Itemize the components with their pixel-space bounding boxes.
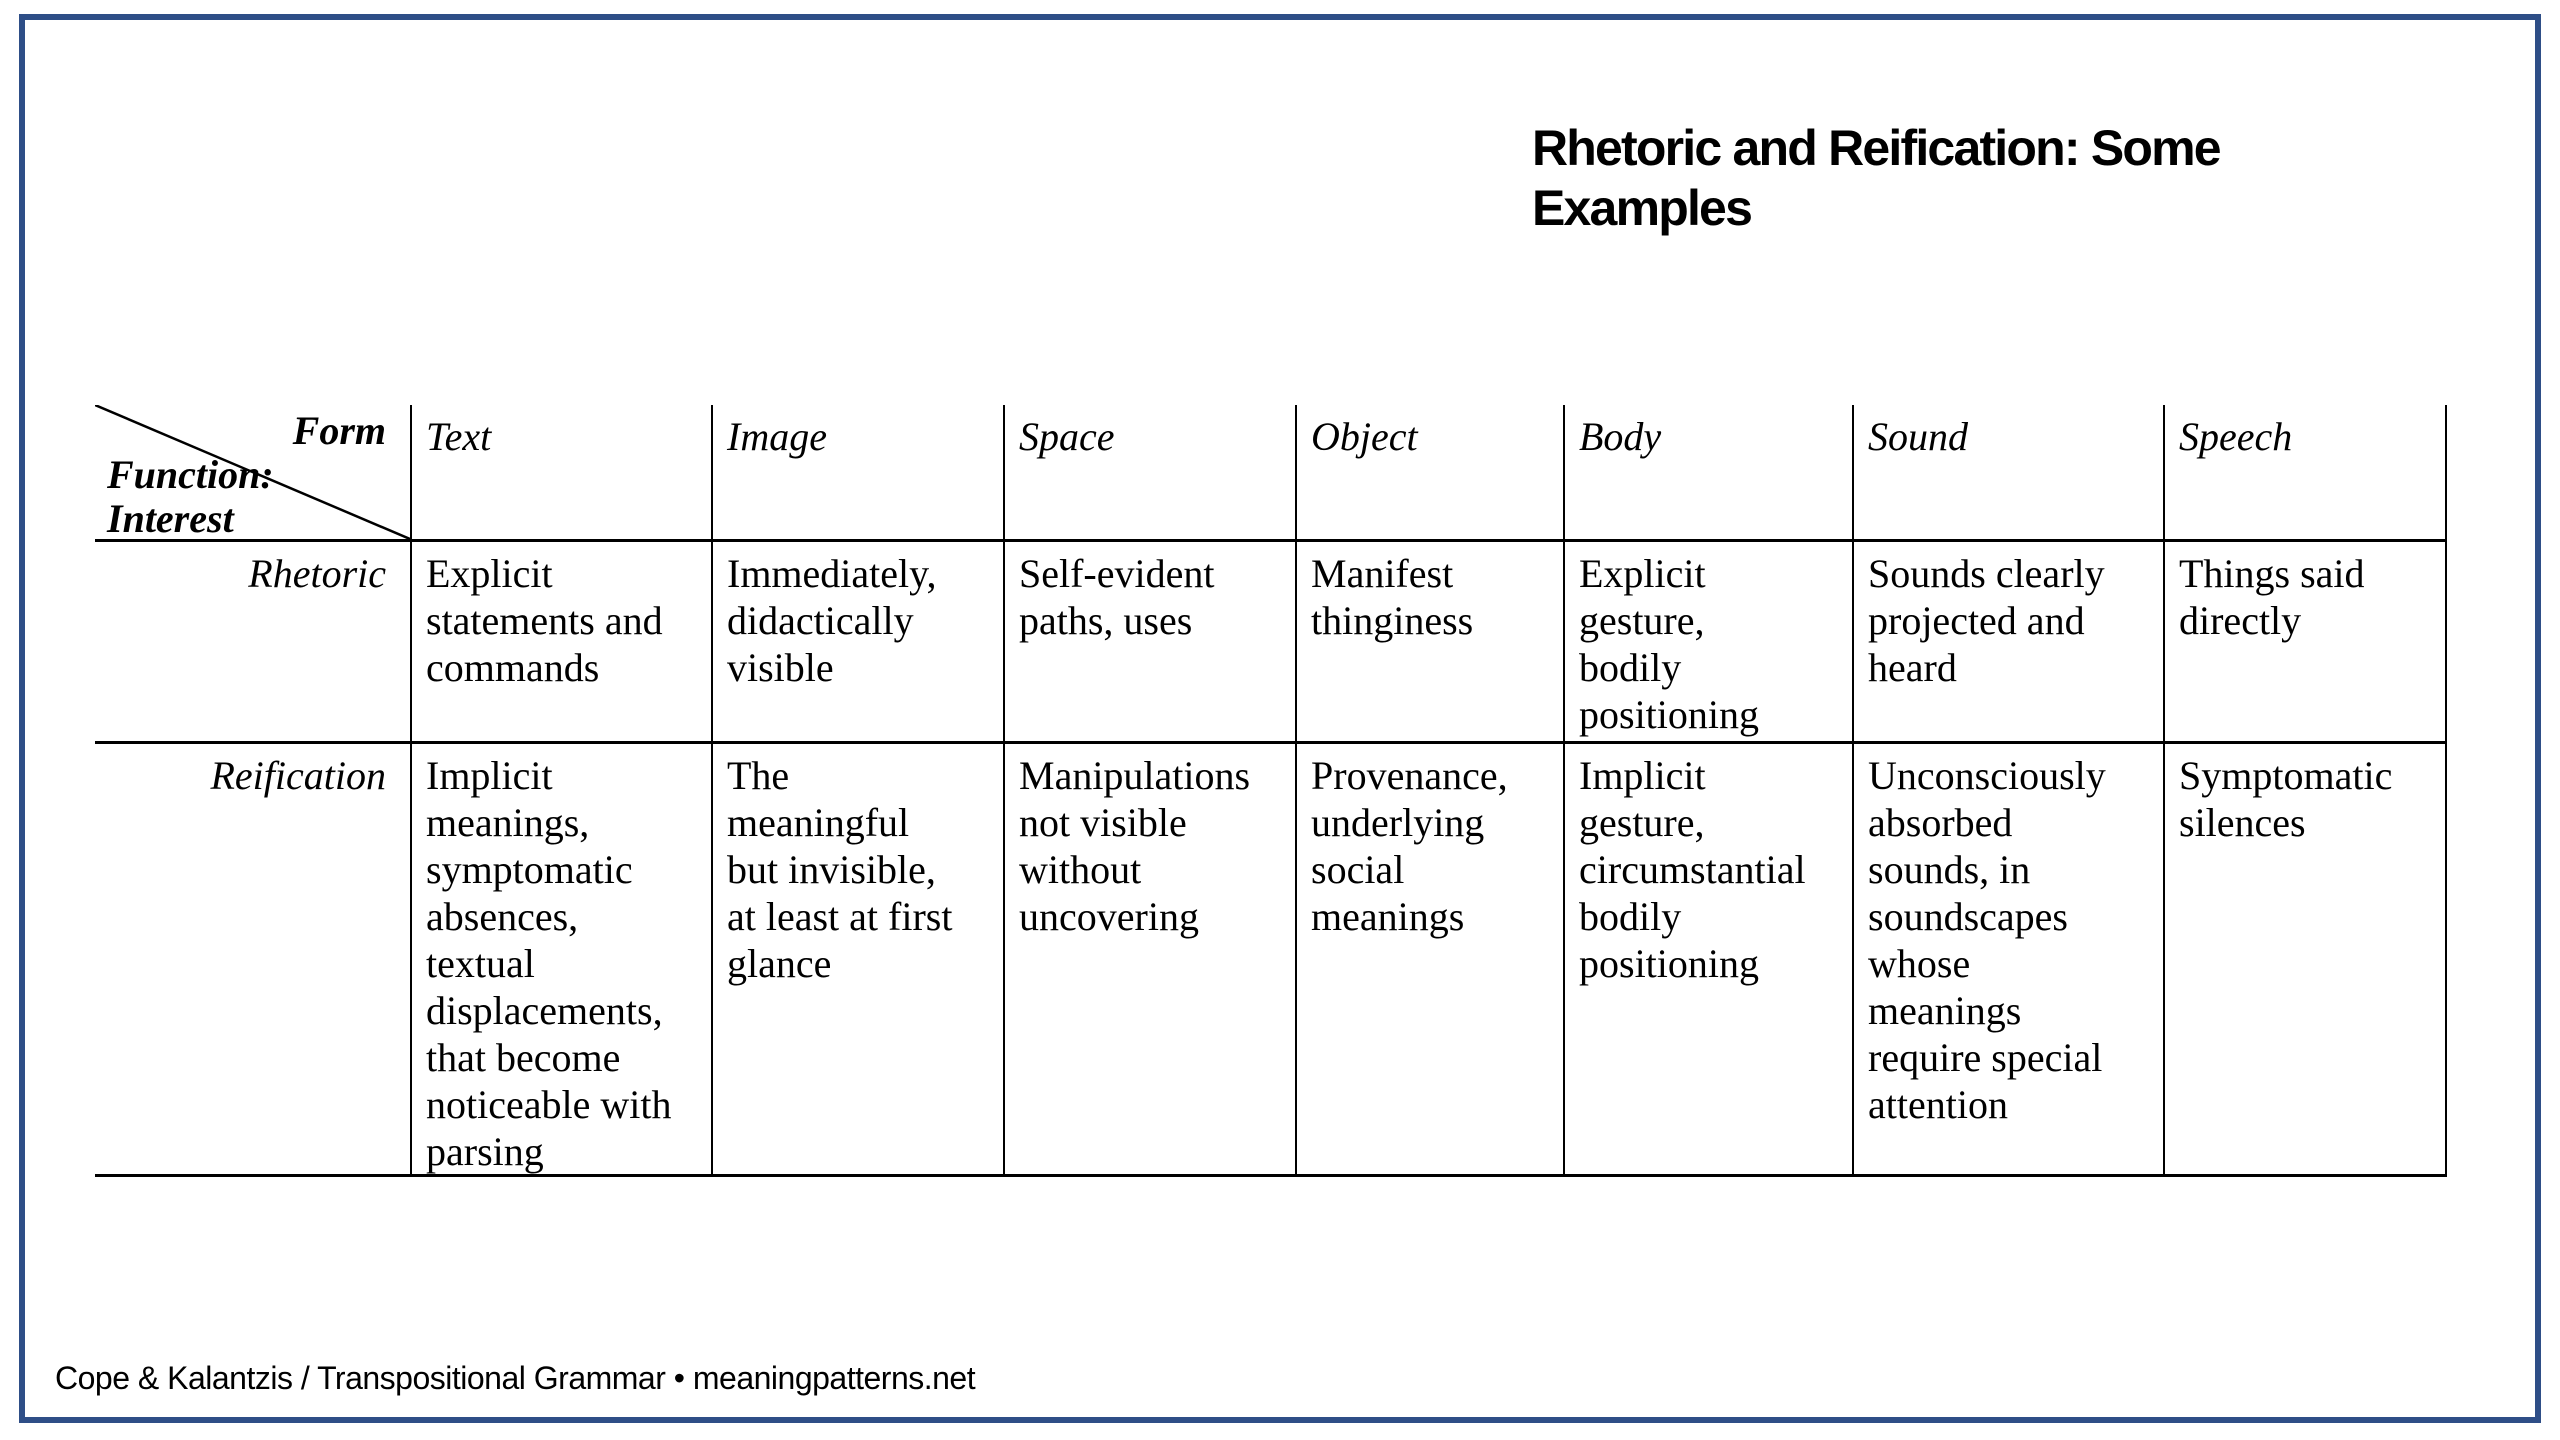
page-border-frame: [19, 14, 2541, 1423]
cell-rhetoric-space: Self-evident paths, uses: [1005, 542, 1297, 744]
diagonal-divider-line: [95, 405, 410, 539]
cell-rhetoric-body: Explicit gesture, bodily positioning: [1565, 542, 1854, 744]
column-header-image: Image: [713, 405, 1005, 542]
cell-rhetoric-object: Manifest thinginess: [1297, 542, 1565, 744]
function-interest-axis-label: Function: Interest: [95, 453, 410, 543]
cell-reification-speech: Symptomatic silences: [2165, 744, 2447, 1177]
cell-rhetoric-sound: Sounds clearly projected and heard: [1854, 542, 2165, 744]
slide-title: Rhetoric and Reification: Some Examples: [1532, 118, 2392, 238]
slide-title-line2: Examples: [1532, 180, 1753, 236]
row-label-rhetoric: Rhetoric: [95, 542, 412, 744]
slide-title-line1: Rhetoric and Reification: Some: [1532, 120, 2222, 176]
column-header-body: Body: [1565, 405, 1854, 542]
function-label: Function:: [107, 452, 274, 497]
cell-reification-image: The meaningful but invisible, at least a…: [713, 744, 1005, 1177]
cell-rhetoric-image: Immediately, didactically visible: [713, 542, 1005, 744]
attribution-footer: Cope & Kalantzis / Transpositional Gramm…: [55, 1360, 976, 1396]
cell-reification-text: Implicit meanings, symptomatic absences,…: [412, 744, 713, 1177]
cell-rhetoric-speech: Things said directly: [2165, 542, 2447, 744]
column-header-text: Text: [412, 405, 713, 542]
rhetoric-reification-table: Form Function: Interest Text Image Space…: [95, 405, 2447, 1177]
column-header-speech: Speech: [2165, 405, 2447, 542]
interest-label: Interest: [107, 496, 234, 541]
cell-reification-body: Implicit gesture, circumstantial bodily …: [1565, 744, 1854, 1177]
form-axis-label: Form: [292, 408, 386, 453]
column-header-space: Space: [1005, 405, 1297, 542]
cell-reification-sound: Unconsciously absorbed sounds, in sounds…: [1854, 744, 2165, 1177]
row-label-reification: Reification: [95, 744, 412, 1177]
cell-reification-space: Manipulations not visible without uncove…: [1005, 744, 1297, 1177]
corner-cell: Form Function: Interest: [95, 405, 412, 542]
cell-rhetoric-text: Explicit statements and commands: [412, 542, 713, 744]
column-header-object: Object: [1297, 405, 1565, 542]
column-header-sound: Sound: [1854, 405, 2165, 542]
cell-reification-object: Provenance, underlying social meanings: [1297, 744, 1565, 1177]
